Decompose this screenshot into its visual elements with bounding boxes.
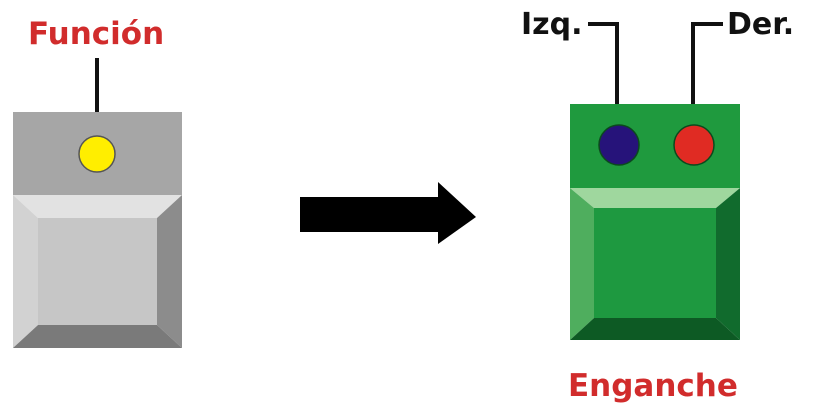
gray-pedal[interactable] [13, 112, 182, 348]
green-pedal[interactable] [570, 104, 740, 340]
right-arrow-icon [300, 182, 476, 244]
left-leader-line [588, 22, 619, 104]
gray-pedal-face [38, 218, 157, 325]
latch-label: Enganche [568, 368, 738, 404]
green-bevel-right [716, 188, 740, 340]
green-bevel-left [570, 188, 594, 340]
gray-bevel-top [13, 195, 182, 218]
function-label: Función [28, 16, 164, 52]
gray-bevel-bottom [13, 325, 182, 348]
green-pedal-face [594, 208, 716, 318]
right-leader-line [691, 22, 723, 104]
red-led-icon [673, 124, 715, 166]
green-bevel-bottom [570, 318, 740, 340]
left-label: Izq. [521, 7, 583, 42]
yellow-led-icon [78, 135, 116, 173]
green-bevel-top [570, 188, 740, 208]
right-label: Der. [727, 7, 794, 42]
blue-led-icon [598, 124, 640, 166]
gray-bevel-left [13, 195, 38, 348]
gray-bevel-right [157, 195, 182, 348]
